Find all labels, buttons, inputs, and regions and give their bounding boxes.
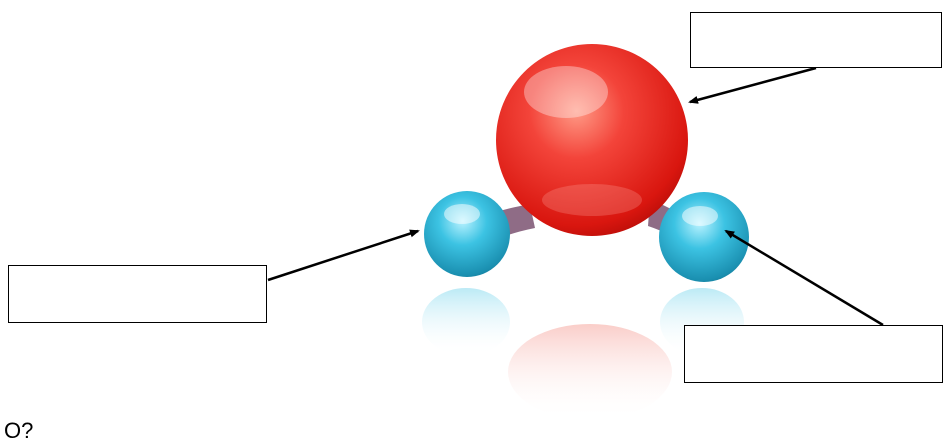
hydrogen-left-reflection — [422, 288, 510, 356]
oxygen-reflection — [508, 324, 672, 420]
label-box-left[interactable] — [8, 265, 267, 323]
label-box-top[interactable] — [690, 12, 942, 68]
oxygen-highlight — [524, 66, 608, 118]
hydrogen-left-highlight — [444, 204, 480, 224]
arrow-right — [724, 229, 884, 327]
oxygen-highlight-bottom — [542, 184, 642, 216]
arrow-top — [688, 66, 817, 104]
hydrogen-atom-left — [424, 191, 510, 277]
stray-text: O? — [4, 418, 34, 443]
oxygen-atom — [496, 44, 688, 236]
hydrogen-atom-right — [659, 192, 749, 282]
arrow-left — [267, 229, 420, 282]
white-patch — [650, 410, 710, 438]
label-box-right[interactable] — [684, 325, 943, 383]
hydrogen-right-highlight — [682, 206, 718, 226]
